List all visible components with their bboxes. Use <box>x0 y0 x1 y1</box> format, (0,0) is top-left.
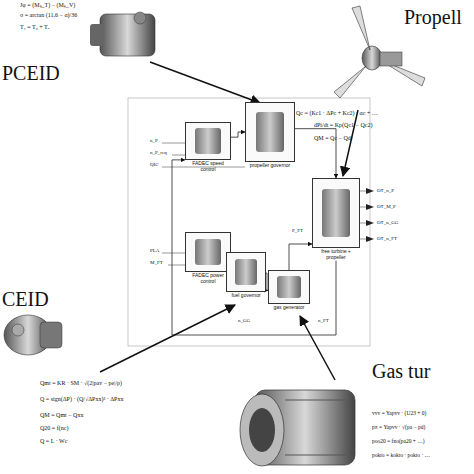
block-label: fuel governor <box>226 293 266 299</box>
part-name: CEID <box>2 288 49 310</box>
block-icon <box>185 232 231 272</box>
formula: Q = L · Wc <box>40 438 67 445</box>
part-name: Propell <box>404 6 462 28</box>
signal-name: OT_n_P <box>377 188 394 194</box>
simulink-block: FADEC power control <box>185 232 231 285</box>
output-wires <box>360 191 366 239</box>
signal-line <box>289 244 312 270</box>
signal-name: n_P <box>150 138 158 144</box>
simulink-block: gas generator <box>268 270 310 311</box>
pceid-photo <box>90 12 155 56</box>
output-ports <box>366 188 374 242</box>
gas-turbine-photo <box>240 390 355 466</box>
block-label: gas generator <box>268 305 310 311</box>
input-wires <box>162 143 245 265</box>
signal-name: OT_n_GG <box>377 220 398 226</box>
block-label: free turbine + propeller <box>312 249 360 261</box>
formula: pokto = kokto · pokto · … <box>372 452 430 458</box>
simulink-block: free turbine + propeller <box>312 178 360 261</box>
leader-arrow <box>343 110 358 176</box>
signal-name: OT_M_P <box>377 204 396 210</box>
block-label: FADEC speed control <box>185 161 231 173</box>
block-icon <box>312 178 360 248</box>
block-icon <box>245 102 295 162</box>
formula: QM = Qc − Qdr <box>314 135 353 142</box>
leader-arrow <box>300 316 335 380</box>
leader-arrow <box>100 305 235 372</box>
leader-arrow <box>150 62 260 103</box>
formula: Jφ = (Mₖ_T) − (Mₖ_V) <box>20 2 75 9</box>
signal-name: n_P_req <box>150 150 167 156</box>
ceid-photo <box>4 315 62 355</box>
formula: Q20 = f(nc) <box>40 425 68 432</box>
signal-line <box>231 132 245 137</box>
block-icon <box>226 252 266 292</box>
formula: Q = sign(ΔP) · (Q/√ΔPxx)² · ΔPxx <box>40 396 123 403</box>
formula: T₁ = T₀ + Tₐ <box>20 24 49 31</box>
component-picture <box>322 189 350 237</box>
formula: Qmt = KR · SM · √(2|pav − pe|/ρ) <box>40 380 122 387</box>
simulink-block: fuel governor <box>226 252 266 299</box>
component-picture <box>235 259 258 286</box>
simulink-block: FADEC speed control <box>185 122 231 173</box>
signal-name: QIC <box>150 162 159 168</box>
formula: Qc = (Kc1 · ΔPc + Kc2) · αc + … <box>296 110 378 117</box>
signal-name: P_FT <box>292 228 303 234</box>
formula: vvv = Yapvv · (U23 + 0) <box>372 410 426 416</box>
part-name: PCEID <box>2 62 60 84</box>
simulink-block: propeller governor <box>245 102 295 169</box>
block-label: FADEC power control <box>185 273 231 285</box>
signal-name: PLA <box>150 248 159 254</box>
formula: pπ = Yapvv · √(pa − pd) <box>372 424 425 430</box>
signal-name: n_GG <box>238 318 250 324</box>
block-icon <box>268 270 310 304</box>
formula: dPi/dt = Kp(Qc1 − Qc2) <box>314 122 372 129</box>
component-picture <box>195 239 221 266</box>
formula: σ = arctan (11,6 − α)/36 <box>20 12 77 19</box>
component-picture <box>256 112 285 153</box>
signal-name: n_FT <box>318 318 329 324</box>
formula: QM = Qmt − Qxx <box>40 412 83 419</box>
component-picture <box>195 128 221 153</box>
block-label: propeller governor <box>245 163 295 169</box>
signal-name: M_FT <box>150 260 163 266</box>
component-picture <box>277 276 301 298</box>
formula: poo20 = fno(pa20 + …) <box>372 438 425 444</box>
part-name: Gas tur <box>372 360 430 382</box>
block-icon <box>185 122 231 160</box>
signal-name: OT_n_FT <box>377 236 397 242</box>
diagram-frame <box>128 98 370 346</box>
